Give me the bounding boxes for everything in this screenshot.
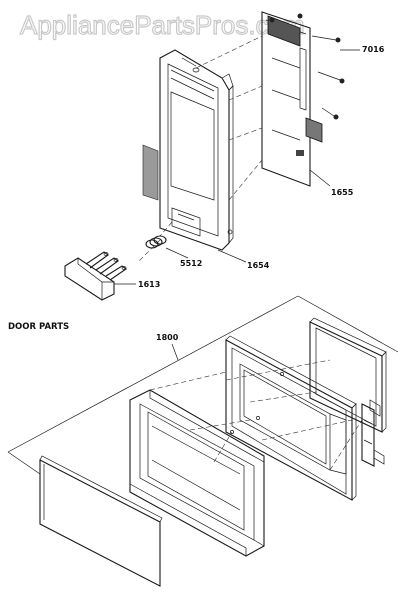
control-panel-front <box>159 49 234 251</box>
label-1613: 1613 <box>138 280 160 289</box>
section-title-door-parts: DOOR PARTS <box>8 322 69 332</box>
door-front-panel <box>39 455 163 587</box>
door-glass-panel <box>309 317 387 433</box>
door-trim <box>129 389 265 557</box>
label-1655: 1655 <box>331 188 354 197</box>
leader-lines-top <box>114 49 360 285</box>
assembly-lines-bottom <box>149 359 363 471</box>
label-5512: 5512 <box>180 259 202 268</box>
assembly-lines-top <box>137 35 263 263</box>
control-board <box>261 11 323 187</box>
push-button <box>64 251 127 301</box>
panel-label-sticker <box>142 144 159 201</box>
watermark-text: AppliancePartsPros.com <box>20 10 305 40</box>
door-frame <box>225 335 357 501</box>
section-frame-left <box>7 451 41 475</box>
door-section-frame <box>7 295 399 453</box>
screws <box>311 35 345 120</box>
door-hinge <box>361 399 385 467</box>
label-7016: 7016 <box>362 45 385 54</box>
label-1800: 1800 <box>156 333 179 342</box>
spring <box>145 235 167 249</box>
leader-1800 <box>171 343 179 361</box>
label-1654: 1654 <box>247 261 270 270</box>
